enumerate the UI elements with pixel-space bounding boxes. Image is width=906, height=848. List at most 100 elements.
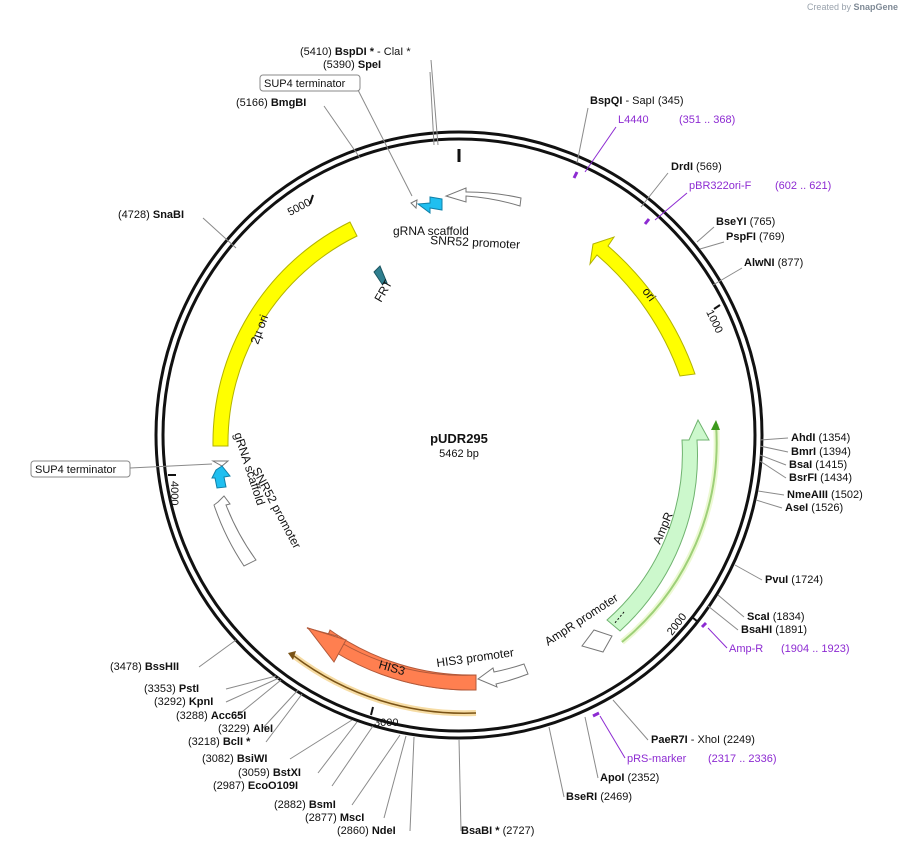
- restriction-site-label[interactable]: BseYI (765): [716, 216, 775, 228]
- primer-name-label[interactable]: pBR322ori-F: [689, 180, 752, 192]
- site-suffix: (1891): [772, 624, 807, 636]
- restriction-site-label[interactable]: (5410) BspDI * - ClaI *: [300, 46, 411, 58]
- restriction-site-label[interactable]: (4728) SnaBI: [118, 209, 184, 221]
- restriction-site-label[interactable]: (2877) MscI: [305, 812, 364, 824]
- two-micron-ori-feature[interactable]: [212, 221, 358, 447]
- primer-binding-mark: [592, 711, 600, 718]
- frt-label: FRT: [371, 277, 395, 305]
- restriction-site-label[interactable]: DrdI (569): [671, 161, 722, 173]
- site-position: (5390): [323, 59, 358, 71]
- site-enzyme-name: BsmI: [309, 799, 336, 811]
- restriction-site-label[interactable]: AhdI (1354): [791, 432, 850, 444]
- restriction-site-label[interactable]: AseI (1526): [785, 502, 843, 514]
- site-leader-line: [225, 677, 280, 703]
- ampr-promoter-boundary: [613, 611, 625, 625]
- restriction-site-label[interactable]: BsaHI (1891): [741, 624, 807, 636]
- site-leader-line: [734, 564, 763, 581]
- site-leader-lines: [198, 59, 789, 832]
- site-enzyme-name: BsaHI: [741, 624, 772, 636]
- his3-promoter-feature[interactable]: [476, 663, 529, 688]
- site-labels: (5410) BspDI * - ClaI *(5390) SpeI (5166)…: [110, 46, 863, 837]
- restriction-site-label[interactable]: (3059) BstXI: [238, 767, 301, 779]
- snapgene-credit: Created by SnapGene: [807, 2, 898, 12]
- site-leader-line: [584, 716, 599, 779]
- site-enzyme-name: PspFI: [726, 231, 756, 243]
- site-enzyme-name: BsaBI *: [461, 825, 500, 837]
- restriction-site-label[interactable]: (3288) Acc65I: [176, 710, 246, 722]
- restriction-site-label[interactable]: (5390) SpeI: [323, 59, 381, 71]
- his3-primer-arrowhead: [288, 651, 296, 660]
- sup4-terminator-left-feature[interactable]: [211, 460, 230, 467]
- restriction-site-label[interactable]: (5166) BmgBI: [236, 97, 306, 109]
- restriction-site-label[interactable]: (3082) BsiWI: [202, 753, 267, 765]
- site-position: (4728): [118, 209, 153, 221]
- ampr-promoter-feature[interactable]: [581, 629, 613, 653]
- snr52-promoter-top-feature[interactable]: [444, 187, 522, 207]
- restriction-site-label[interactable]: BsaI (1415): [789, 459, 847, 471]
- site-suffix: (2352): [624, 772, 659, 784]
- restriction-site-label[interactable]: ApoI (2352): [600, 772, 659, 784]
- restriction-site-label[interactable]: (3353) PstI: [144, 683, 199, 695]
- restriction-site-label[interactable]: BsrFI (1434): [789, 472, 852, 484]
- ampr-primer-arrowhead: [711, 420, 720, 430]
- site-suffix: (1502): [828, 489, 863, 501]
- site-position: (3082): [202, 753, 237, 765]
- site-leader-line: [289, 719, 353, 760]
- snapgene-brand: SnapGene: [853, 2, 898, 12]
- restriction-site-label[interactable]: NmeAIII (1502): [787, 489, 863, 501]
- restriction-site-label[interactable]: (2860) NdeI: [337, 825, 396, 837]
- primer-name-label[interactable]: pRS-marker: [627, 753, 687, 765]
- site-enzyme-name: EcoO109I: [248, 780, 298, 792]
- restriction-site-label[interactable]: ScaI (1834): [747, 611, 805, 623]
- site-position: (2882): [274, 799, 309, 811]
- ampr-feature[interactable]: [606, 418, 710, 632]
- restriction-site-label[interactable]: BspQI - SapI (345): [590, 95, 684, 107]
- restriction-site-label[interactable]: (3478) BssHII: [110, 661, 179, 673]
- restriction-site-label[interactable]: (3292) KpnI: [154, 696, 213, 708]
- site-suffix: (769): [756, 231, 785, 243]
- site-suffix: (765): [747, 216, 776, 228]
- ori-feature[interactable]: [589, 236, 696, 377]
- restriction-site-label[interactable]: (2882) BsmI: [274, 799, 336, 811]
- primer-labels: L4440(351 .. 368)pBR322ori-F(602 .. 621)…: [572, 114, 850, 765]
- primer-name-label[interactable]: Amp-R: [729, 643, 763, 655]
- restriction-site-label[interactable]: BseRI (2469): [566, 791, 632, 803]
- restriction-site-label[interactable]: BsaBI * (2727): [461, 825, 534, 837]
- site-leader-line: [548, 726, 565, 798]
- sup4-terminator-top-feature[interactable]: [410, 199, 418, 210]
- restriction-site-label[interactable]: PaeR7I - XhoI (2249): [651, 734, 755, 746]
- frt-feature[interactable]: [373, 265, 388, 285]
- restriction-site-label[interactable]: PspFI (769): [726, 231, 785, 243]
- snr52-promoter-left-feature[interactable]: [213, 495, 257, 567]
- primer-leader-line: [584, 126, 617, 173]
- tick-label-5000: 5000: [286, 197, 313, 219]
- site-enzyme-name: BspDI *: [335, 46, 375, 58]
- site-leader-line: [429, 71, 435, 146]
- site-enzyme-name: AseI: [785, 502, 808, 514]
- restriction-site-label[interactable]: BmrI (1394): [791, 446, 851, 458]
- primer-binding-mark: [572, 171, 579, 179]
- primer-name-label[interactable]: L4440: [618, 114, 649, 126]
- site-enzyme-name: BssHII: [145, 661, 179, 673]
- site-enzyme-name: MscI: [340, 812, 364, 824]
- primer-leader-line: [599, 715, 626, 759]
- site-leader-line: [409, 736, 415, 832]
- restriction-site-label[interactable]: (3218) BclI *: [188, 736, 251, 748]
- grna-scaffold-top-feature[interactable]: [416, 196, 443, 214]
- restriction-site-label[interactable]: (3229) AleI: [218, 723, 273, 735]
- site-leader-line: [759, 437, 789, 441]
- ampr-primer-halo: [620, 423, 720, 645]
- site-position: (3059): [238, 767, 273, 779]
- site-leader-line: [612, 699, 649, 741]
- restriction-site-label[interactable]: (2987) EcoO109I: [213, 780, 298, 792]
- restriction-site-label[interactable]: AlwNI (877): [744, 257, 803, 269]
- snr52-promoter-left-label: SNR52 promoter: [249, 465, 304, 551]
- tick-marks: 1000 2000 3000 4000 5000: [168, 194, 725, 729]
- primer-range-label: (2317 .. 2336): [708, 753, 777, 765]
- site-enzyme-name: BseRI: [566, 791, 597, 803]
- site-enzyme-name: PstI: [179, 683, 199, 695]
- primer-range-label: (351 .. 368): [679, 114, 735, 126]
- restriction-site-label[interactable]: PvuI (1724): [765, 574, 823, 586]
- site-position: (3292): [154, 696, 189, 708]
- grna-scaffold-left-feature[interactable]: [211, 465, 231, 489]
